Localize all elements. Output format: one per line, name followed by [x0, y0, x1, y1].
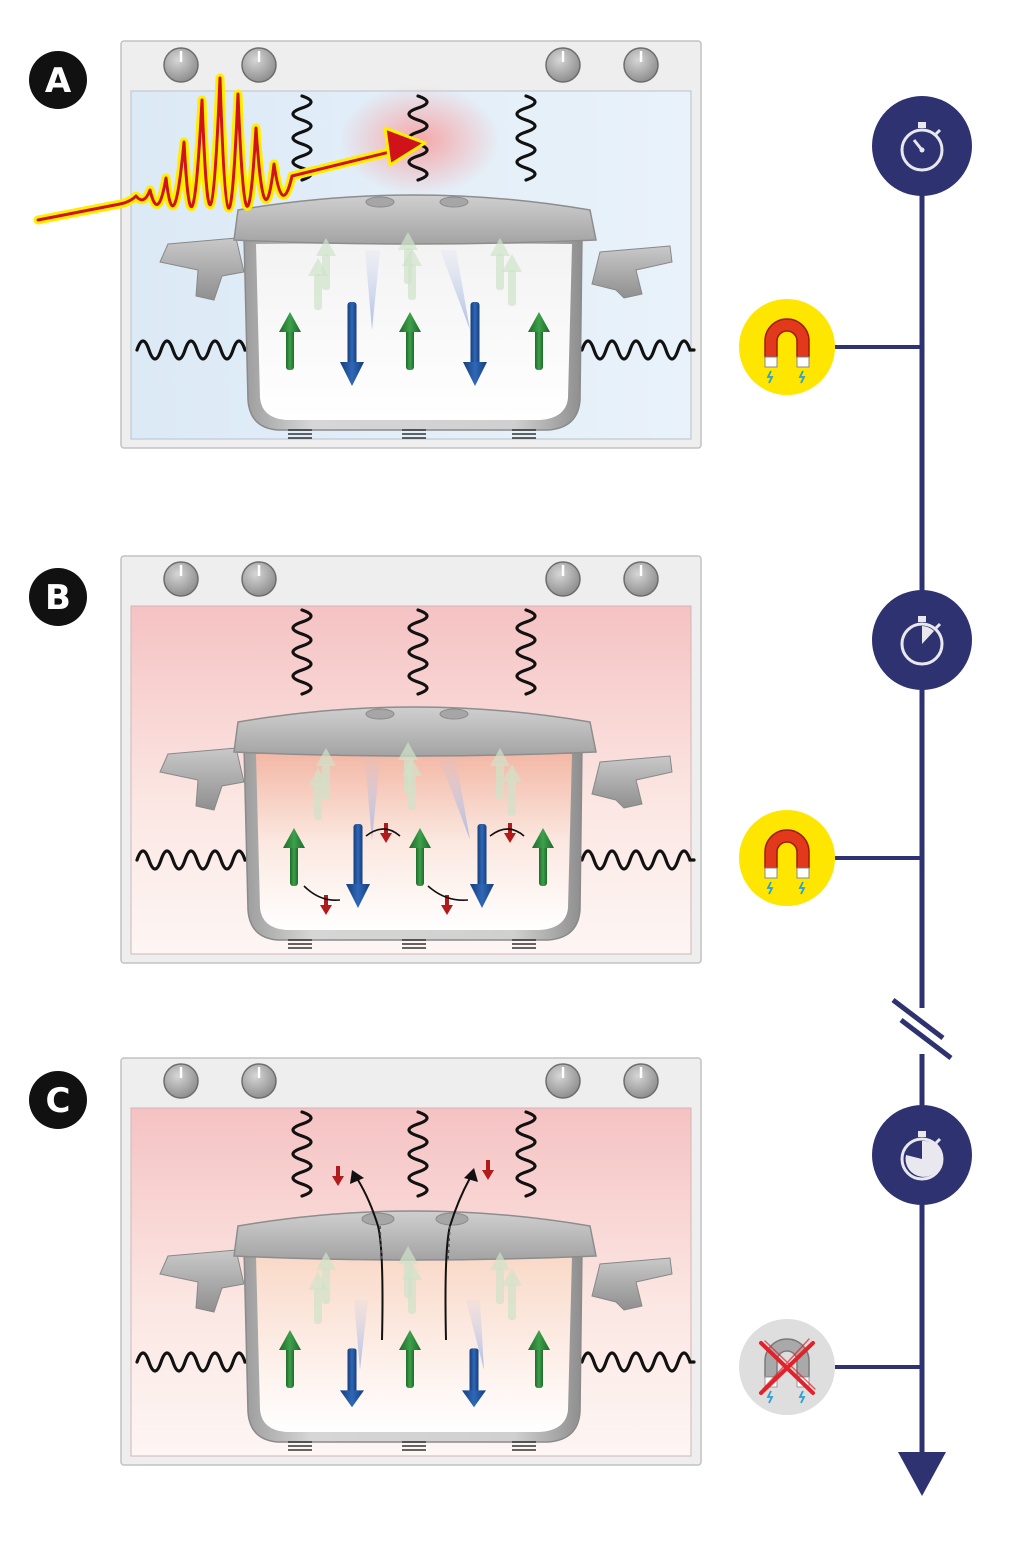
- stopwatch-icon: [872, 1105, 972, 1205]
- panel-label-a: A: [29, 51, 87, 109]
- stopwatch-icon: [872, 96, 972, 196]
- svg-text:B: B: [45, 578, 71, 618]
- timeline-arrowhead: [898, 1452, 946, 1496]
- stopwatch-icon: [872, 590, 972, 690]
- svg-text:A: A: [45, 61, 72, 101]
- magnet-icon: [739, 810, 835, 906]
- panel-label-c: C: [29, 1071, 87, 1129]
- laser-pulse: [33, 73, 427, 225]
- svg-text:C: C: [46, 1081, 71, 1121]
- panel-a: A: [29, 40, 702, 449]
- panel-b: B: [29, 555, 702, 964]
- spin-arrows: [279, 1160, 550, 1408]
- magnet-icon: [739, 299, 835, 395]
- timeline-break: [891, 998, 953, 1060]
- timeline: [835, 148, 953, 1496]
- panel-c: C: [29, 1057, 702, 1466]
- panel-label-b: B: [29, 568, 87, 626]
- spin-arrows: [279, 232, 550, 386]
- spin-arrows: [283, 742, 554, 915]
- magnet-crossed-icon: [739, 1319, 835, 1415]
